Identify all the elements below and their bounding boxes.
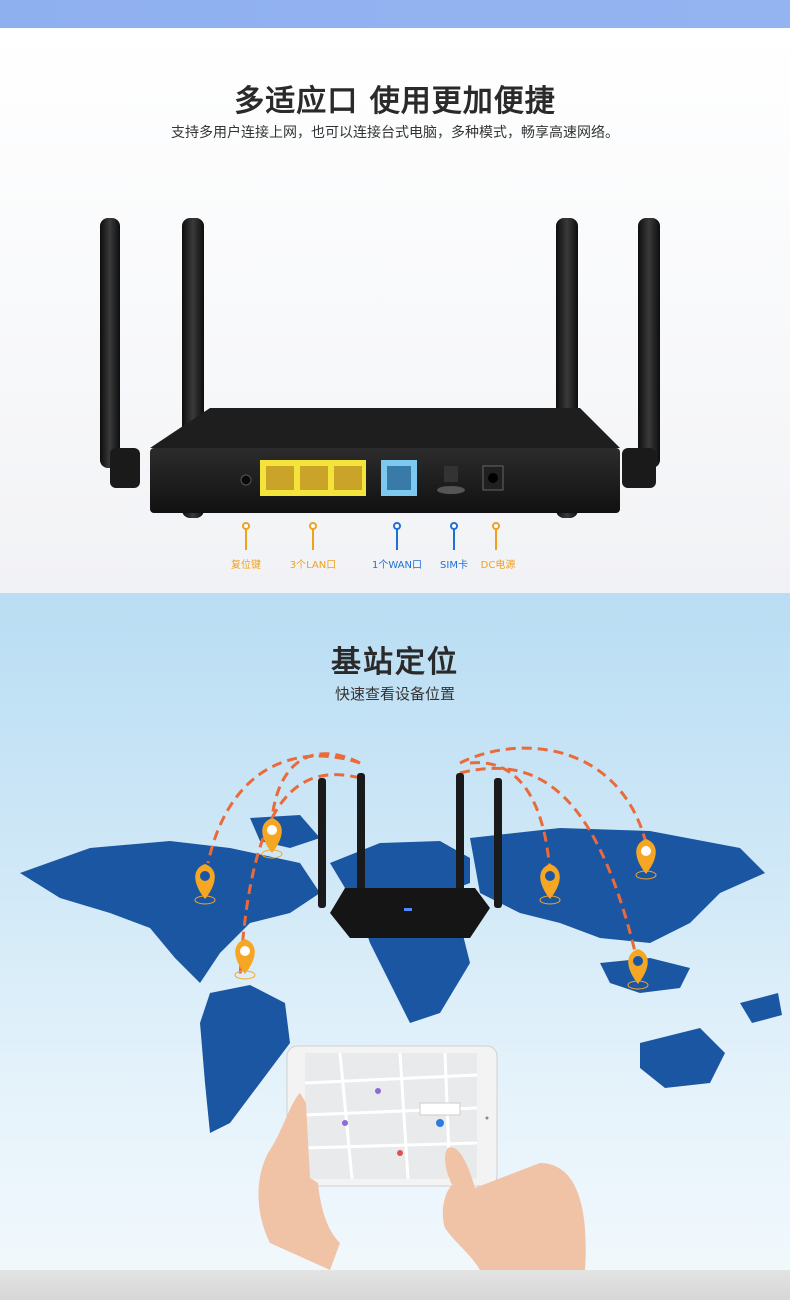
router-top [150, 408, 620, 448]
lan-label: 3个LAN口 [290, 559, 336, 571]
sim-slot [437, 466, 465, 494]
sim-callout: SIM卡 [440, 522, 468, 571]
router-front [318, 773, 502, 938]
reset-hole [240, 474, 252, 486]
location-section: 基站定位 快速查看设备位置 [0, 593, 790, 1270]
reset-label: 复位键 [231, 558, 261, 571]
hands [258, 1093, 586, 1270]
dc-callout: DC电源 [481, 522, 516, 571]
router-back-illustration: 复位键 3个LAN口 1个WAN口 SIM卡 DC电源 [100, 218, 660, 571]
antenna-left-outer [100, 218, 140, 488]
location-title: 基站定位 [331, 645, 459, 680]
pin-icon [539, 864, 561, 905]
map-pins [194, 818, 657, 990]
pin-icon [234, 939, 256, 980]
wan-callout: 1个WAN口 [372, 522, 422, 571]
signal-arcs [206, 746, 648, 979]
location-subtitle: 快速查看设备位置 [334, 685, 455, 703]
dc-jack [482, 465, 504, 491]
wan-port [381, 460, 417, 496]
pin-icon [261, 818, 283, 859]
sim-label: SIM卡 [440, 558, 468, 571]
top-accent-strip [0, 0, 790, 28]
pin-icon [194, 864, 216, 905]
bottom-strip [0, 1270, 790, 1300]
pin-icon [627, 949, 649, 990]
wan-label: 1个WAN口 [372, 559, 422, 571]
world-map-illustration [20, 746, 782, 1270]
ports-title: 多适应口 使用更加便捷 [234, 84, 556, 119]
lan-callout: 3个LAN口 [290, 522, 336, 571]
tablet-device [286, 1045, 498, 1187]
pin-icon [635, 839, 657, 880]
lan-ports [260, 460, 366, 496]
reset-callout: 复位键 [231, 522, 261, 571]
dc-label: DC电源 [481, 558, 516, 571]
antenna-right-outer [622, 218, 660, 488]
ports-subtitle: 支持多用户连接上网，也可以连接台式电脑，多种模式，畅享高速网络。 [171, 125, 619, 141]
ports-section: 多适应口 使用更加便捷 支持多用户连接上网，也可以连接台式电脑，多种模式，畅享高… [0, 28, 790, 593]
